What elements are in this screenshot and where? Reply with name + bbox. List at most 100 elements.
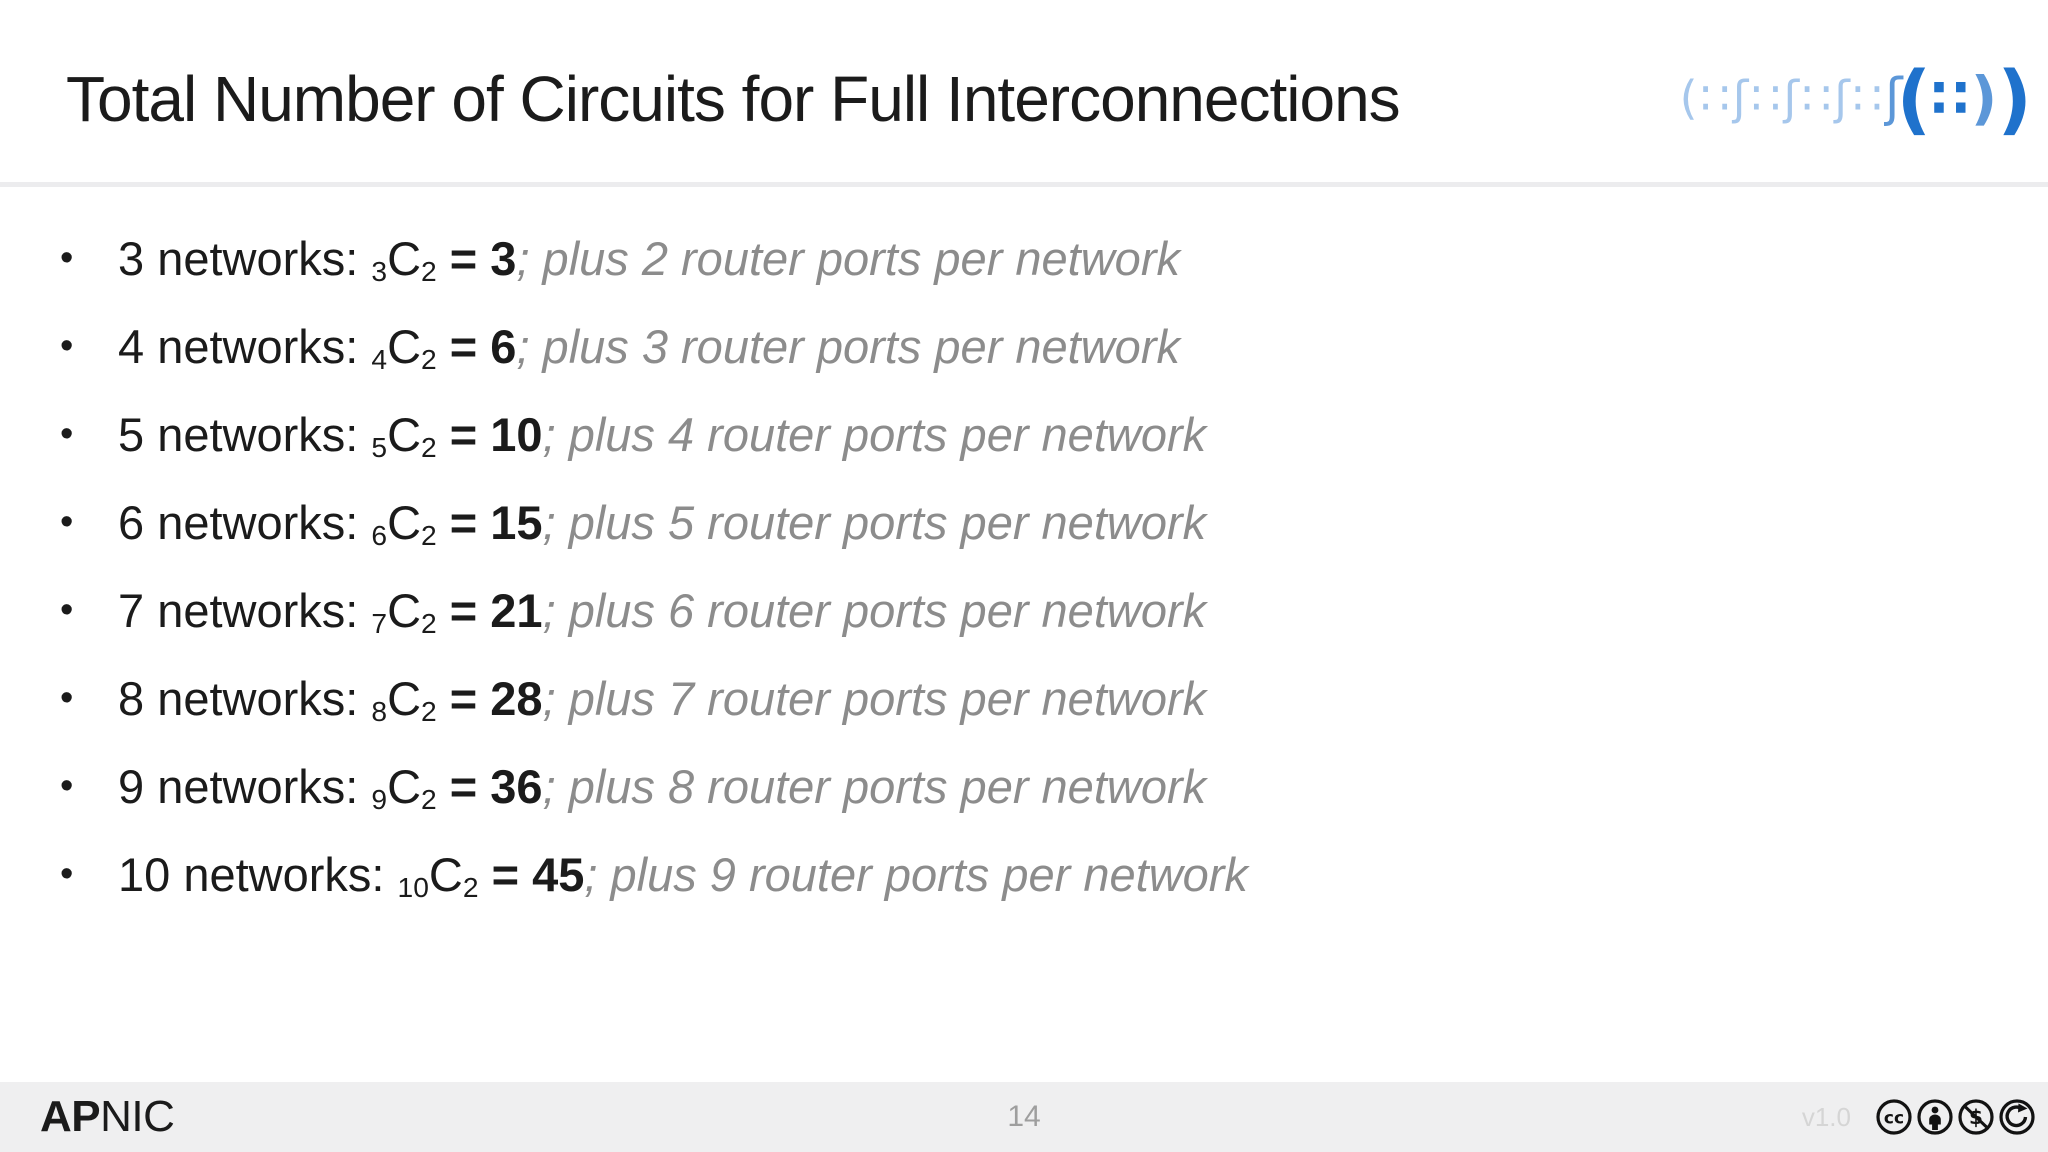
equals-sign: =	[436, 583, 491, 637]
subscript-k: 2	[462, 870, 479, 903]
svg-text:cc: cc	[1884, 1109, 1904, 1129]
logo-glyph-mid: ʃ	[1884, 68, 1903, 128]
page-title: Total Number of Circuits for Full Interc…	[66, 63, 1401, 135]
cc-by-icon	[1916, 1098, 1954, 1136]
bullet-label: 3 networks:	[118, 231, 372, 285]
combination-symbol: C	[387, 319, 422, 373]
combination-symbol: C	[428, 847, 463, 901]
bullet-icon: •	[60, 236, 74, 279]
bullet-icon: •	[60, 588, 74, 631]
bullet-icon: •	[60, 412, 74, 455]
list-item: • 9 networks: 9C2 = 36; plus 8 router po…	[60, 742, 2028, 830]
bullet-text: 5 networks: 5C2 = 10; plus 4 router port…	[118, 407, 1206, 462]
bullet-list: • 3 networks: 3C2 = 3; plus 2 router por…	[60, 214, 2028, 918]
list-item: • 8 networks: 8C2 = 28; plus 7 router po…	[60, 654, 2028, 742]
list-item: • 7 networks: 7C2 = 21; plus 6 router po…	[60, 566, 2028, 654]
footer-bar: APNIC 14 v1.0 cc	[0, 1082, 2048, 1152]
bullet-text: 4 networks: 4C2 = 6; plus 3 router ports…	[118, 319, 1180, 374]
bullet-text: 9 networks: 9C2 = 36; plus 8 router port…	[118, 759, 1206, 814]
license-icons: cc $	[1875, 1098, 2036, 1136]
subscript-n: 10	[397, 870, 429, 903]
subscript-n: 5	[371, 430, 388, 463]
bullet-text: 10 networks: 10C2 = 45; plus 9 router po…	[118, 847, 1248, 902]
bullet-label: 8 networks:	[118, 671, 372, 725]
subscript-n: 8	[371, 694, 388, 727]
bullet-text: 7 networks: 7C2 = 21; plus 6 router port…	[118, 583, 1206, 638]
result-value: 21	[490, 583, 543, 637]
bullet-icon: •	[60, 500, 74, 543]
result-value: 3	[490, 231, 517, 285]
footer-right: v1.0 cc	[1802, 1082, 2036, 1152]
bullet-text: 6 networks: 6C2 = 15; plus 5 router port…	[118, 495, 1206, 550]
logo-close-paren-small: )	[1970, 64, 1998, 132]
subscript-k: 2	[421, 518, 437, 551]
combination-symbol: C	[387, 583, 422, 637]
subscript-k: 2	[421, 254, 437, 287]
result-value: 6	[490, 319, 517, 373]
bullet-icon: •	[60, 852, 74, 895]
bullet-label: 10 networks:	[118, 847, 398, 901]
title-divider	[0, 182, 2048, 187]
router-ports-note: ; plus 6 router ports per network	[542, 583, 1207, 637]
equals-sign: =	[436, 759, 491, 813]
subscript-k: 2	[421, 694, 437, 727]
bullet-text: 8 networks: 8C2 = 28; plus 7 router port…	[118, 671, 1206, 726]
apnic-wordmark-bold: AP	[40, 1092, 101, 1141]
version-label: v1.0	[1801, 1101, 1851, 1132]
combination-symbol: C	[387, 759, 422, 813]
cc-sa-icon	[1998, 1098, 2036, 1136]
apnic-logo-icon: (∷ʃ∷ʃ∷ʃ∷ʃ(∷))	[1680, 48, 2032, 148]
logo-close-paren-big: )	[1997, 53, 2032, 143]
bullet-label: 4 networks:	[118, 319, 372, 373]
router-ports-note: ; plus 4 router ports per network	[542, 407, 1207, 461]
combination-symbol: C	[387, 231, 422, 285]
router-ports-note: ; plus 3 router ports per network	[516, 319, 1180, 373]
subscript-k: 2	[421, 606, 437, 639]
subscript-k: 2	[421, 430, 437, 463]
logo-dots: ∷	[1931, 66, 1971, 130]
subscript-k: 2	[421, 782, 437, 815]
subscript-n: 3	[371, 254, 388, 287]
result-value: 45	[532, 847, 585, 901]
logo-glyphs-light: (∷ʃ∷ʃ∷ʃ∷	[1679, 71, 1885, 125]
list-item: • 3 networks: 3C2 = 3; plus 2 router por…	[60, 214, 2028, 302]
bullet-icon: •	[60, 764, 74, 807]
cc-nc-icon: $	[1957, 1098, 1995, 1136]
router-ports-note: ; plus 9 router ports per network	[584, 847, 1248, 901]
list-item: • 10 networks: 10C2 = 45; plus 9 router …	[60, 830, 2028, 918]
bullet-icon: •	[60, 324, 74, 367]
bullet-label: 9 networks:	[118, 759, 372, 813]
equals-sign: =	[436, 319, 491, 373]
bullet-text: 3 networks: 3C2 = 3; plus 2 router ports…	[118, 231, 1180, 286]
bullet-label: 6 networks:	[118, 495, 372, 549]
result-value: 10	[490, 407, 543, 461]
page-number: 14	[1007, 1100, 1041, 1133]
list-item: • 5 networks: 5C2 = 10; plus 4 router po…	[60, 390, 2028, 478]
bullet-label: 7 networks:	[118, 583, 372, 637]
result-value: 28	[490, 671, 543, 725]
result-value: 36	[490, 759, 543, 813]
apnic-wordmark: APNIC	[40, 1092, 175, 1142]
equals-sign: =	[436, 671, 491, 725]
bullet-label: 5 networks:	[118, 407, 372, 461]
router-ports-note: ; plus 5 router ports per network	[542, 495, 1207, 549]
router-ports-note: ; plus 2 router ports per network	[516, 231, 1180, 285]
combination-symbol: C	[387, 671, 422, 725]
combination-symbol: C	[387, 407, 422, 461]
subscript-n: 9	[371, 782, 388, 815]
subscript-n: 4	[371, 342, 388, 375]
equals-sign: =	[436, 495, 491, 549]
cc-icon: cc	[1875, 1098, 1913, 1136]
result-value: 15	[490, 495, 543, 549]
subscript-k: 2	[421, 342, 437, 375]
subscript-n: 6	[371, 518, 388, 551]
list-item: • 6 networks: 6C2 = 15; plus 5 router po…	[60, 478, 2028, 566]
router-ports-note: ; plus 8 router ports per network	[542, 759, 1207, 813]
equals-sign: =	[436, 407, 491, 461]
subscript-n: 7	[371, 606, 388, 639]
equals-sign: =	[436, 231, 491, 285]
router-ports-note: ; plus 7 router ports per network	[542, 671, 1207, 725]
apnic-wordmark-regular: NIC	[100, 1092, 175, 1141]
bullet-icon: •	[60, 676, 74, 719]
